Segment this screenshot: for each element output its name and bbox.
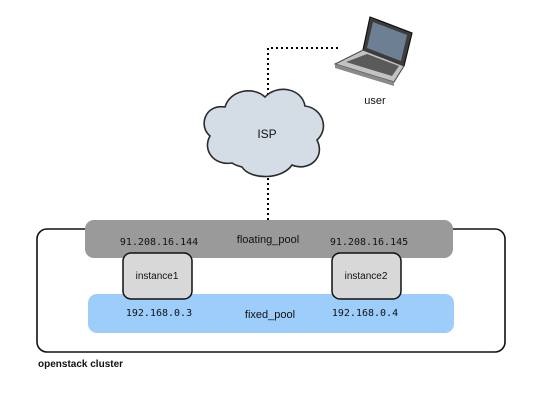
- floating-ip-left: 91.208.16.144: [120, 237, 198, 248]
- instance1-label: instance1: [136, 271, 179, 282]
- instance2-box: [331, 252, 402, 300]
- cloud-icon: [203, 88, 325, 178]
- instance1-box: [122, 252, 193, 300]
- instance2-label: instance2: [345, 271, 388, 282]
- fixed-pool-bar: [88, 294, 454, 333]
- floating-pool-bar: [85, 220, 453, 258]
- floating-pool-label: floating_pool: [237, 234, 299, 246]
- laptop-icon: [333, 16, 413, 86]
- user-isp-link: [267, 47, 338, 102]
- user-label: user: [364, 95, 386, 107]
- fixed-pool-label: fixed_pool: [245, 309, 295, 321]
- isp-label: ISP: [257, 127, 276, 141]
- floating-ip-right: 91.208.16.145: [330, 237, 408, 248]
- cluster-label: openstack cluster: [38, 359, 123, 370]
- fixed-ip-right: 192.168.0.4: [332, 308, 398, 319]
- fixed-ip-left: 192.168.0.3: [126, 308, 192, 319]
